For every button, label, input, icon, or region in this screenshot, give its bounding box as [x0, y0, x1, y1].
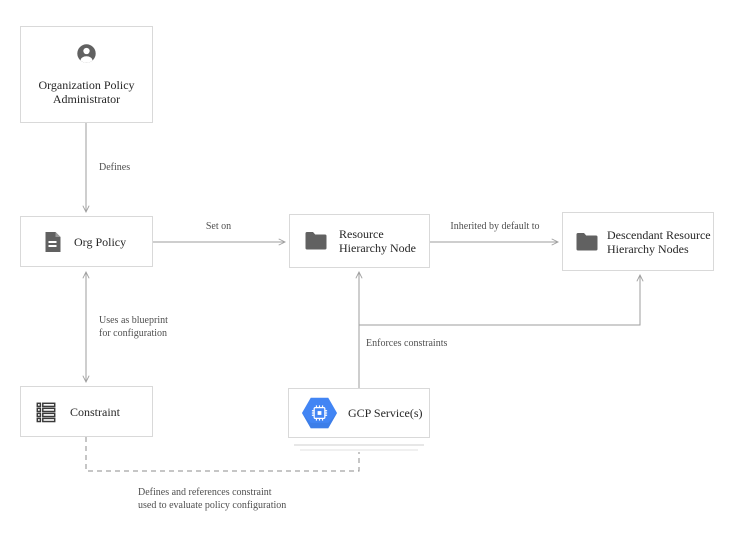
node-gcp-services: GCP Service(s) [288, 388, 430, 438]
node-label: Descendant Resource Hierarchy Nodes [607, 227, 711, 256]
folder-icon [304, 231, 328, 251]
gcp-stack-shadow-2 [300, 449, 418, 451]
edge-defines-and-references [85, 437, 360, 472]
gcp-hexagon-icon [301, 397, 338, 429]
node-label: Resource Hierarchy Node [339, 227, 416, 255]
list-icon [35, 401, 57, 423]
node-label: Constraint [70, 404, 120, 419]
edge-label-uses-as-blueprint: Uses as blueprint for configuration [99, 315, 168, 339]
edge-label-inherited-by-default: Inherited by default to [450, 221, 540, 232]
node-org-policy: Org Policy [20, 216, 153, 267]
node-resource-hierarchy-node: Resource Hierarchy Node [289, 214, 430, 268]
node-constraint: Constraint [20, 386, 153, 437]
node-org-policy-administrator: Organization Policy Administrator [20, 26, 153, 123]
gcp-stack-shadow-1 [294, 444, 424, 446]
edge-enforces-constraints-branch [359, 273, 644, 326]
node-label: Org Policy [74, 234, 127, 249]
node-label: GCP Service(s) [348, 406, 423, 420]
node-descendant-resource-hierarchy-nodes: Descendant Resource Hierarchy Nodes [562, 212, 714, 271]
edge-label-set-on: Set on [205, 221, 232, 232]
document-icon [43, 231, 63, 253]
edge-label-enforces-constraints: Enforces constraints [366, 338, 448, 349]
person-icon [75, 42, 98, 65]
folder-icon [575, 232, 599, 252]
node-label: Organization Policy Administrator [38, 78, 135, 106]
edge-label-defines-and-references: Defines and references constraint used t… [138, 487, 287, 511]
edge-label-defines: Defines [99, 162, 131, 173]
